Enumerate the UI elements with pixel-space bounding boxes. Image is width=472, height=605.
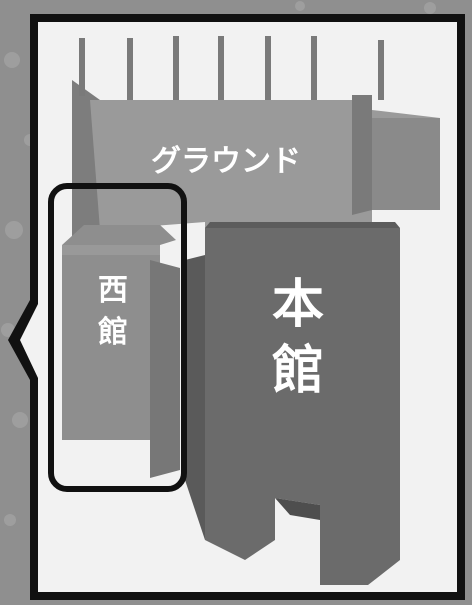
main-building: 本 館	[185, 222, 400, 585]
west-building-highlight-outline	[48, 183, 187, 492]
ground-label: グラウンド	[151, 144, 301, 179]
ground-area: グラウンド	[72, 36, 440, 260]
west-building: 西 館	[62, 225, 180, 478]
fence-posts	[79, 36, 384, 100]
main-building-label-line1: 本	[272, 275, 324, 335]
west-building-label-line1: 西	[98, 273, 128, 308]
main-building-label-line2: 館	[272, 341, 324, 401]
west-building-label-line2: 館	[98, 315, 128, 350]
